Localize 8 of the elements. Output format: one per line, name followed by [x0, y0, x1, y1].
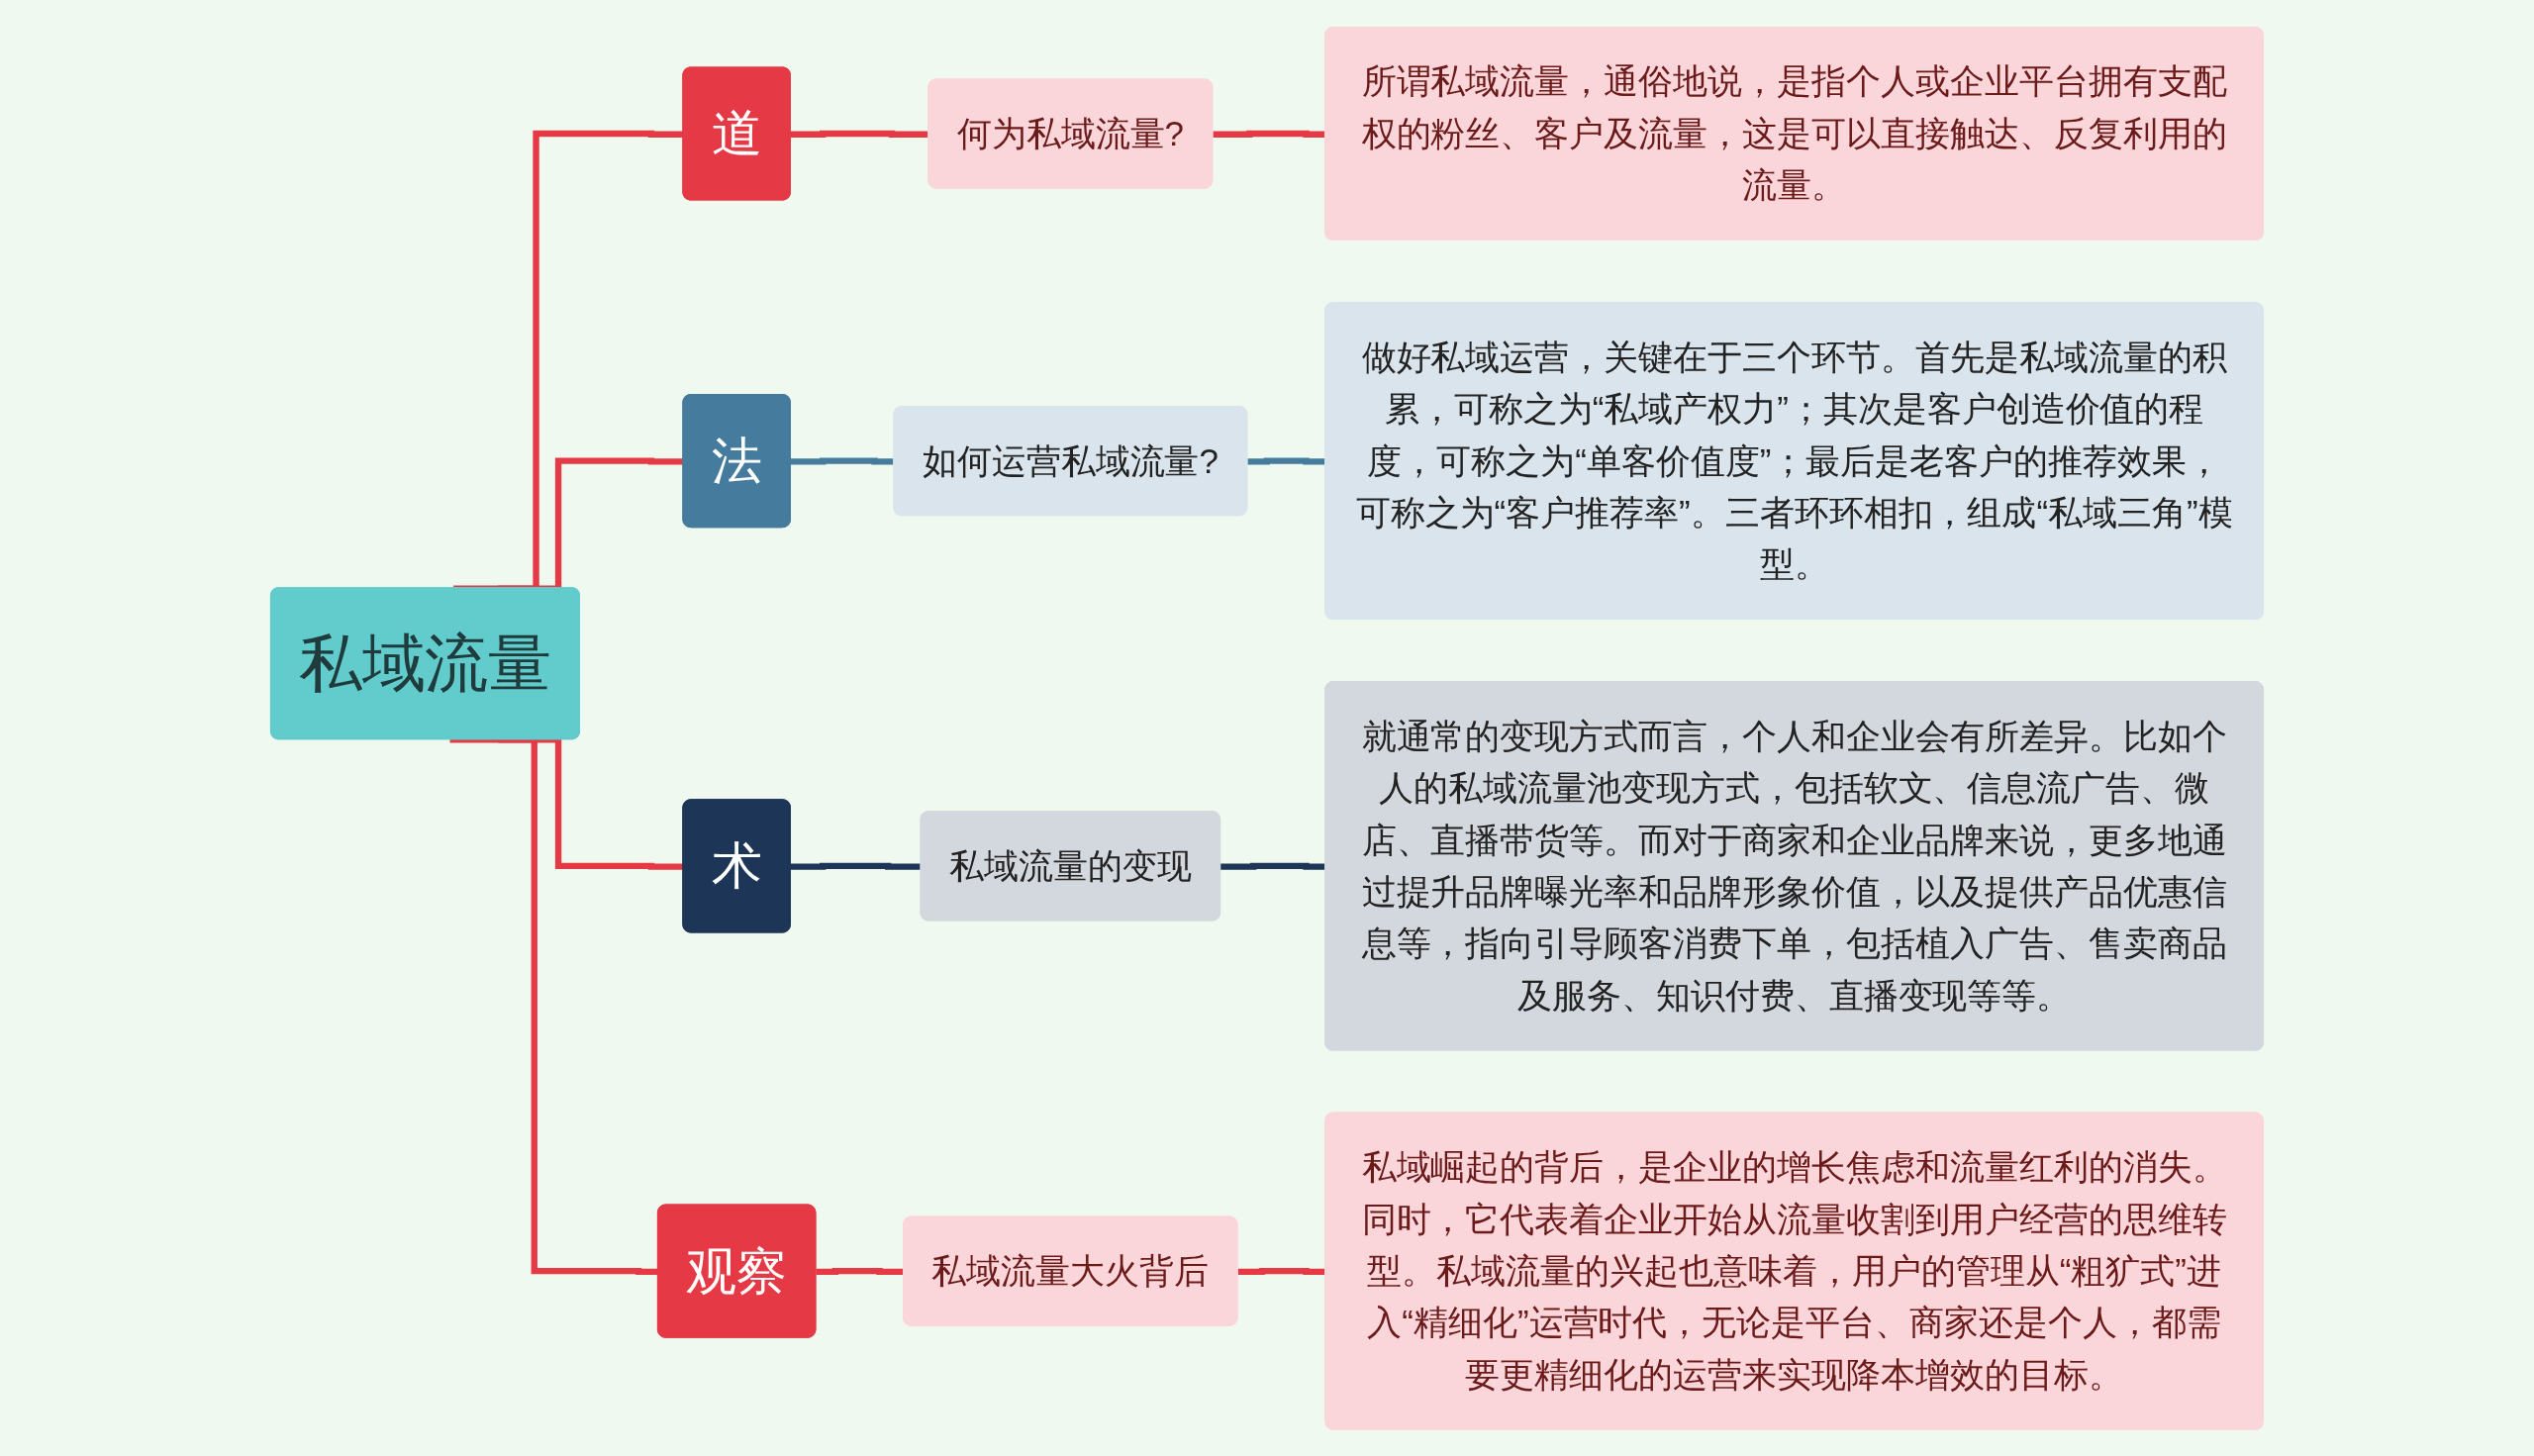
connector	[791, 862, 923, 870]
connector	[1220, 862, 1326, 870]
connector	[1213, 130, 1326, 138]
connector	[1247, 457, 1326, 465]
connector	[791, 130, 929, 138]
connector	[791, 457, 895, 465]
connector	[816, 1267, 905, 1275]
connector	[1237, 1267, 1326, 1275]
